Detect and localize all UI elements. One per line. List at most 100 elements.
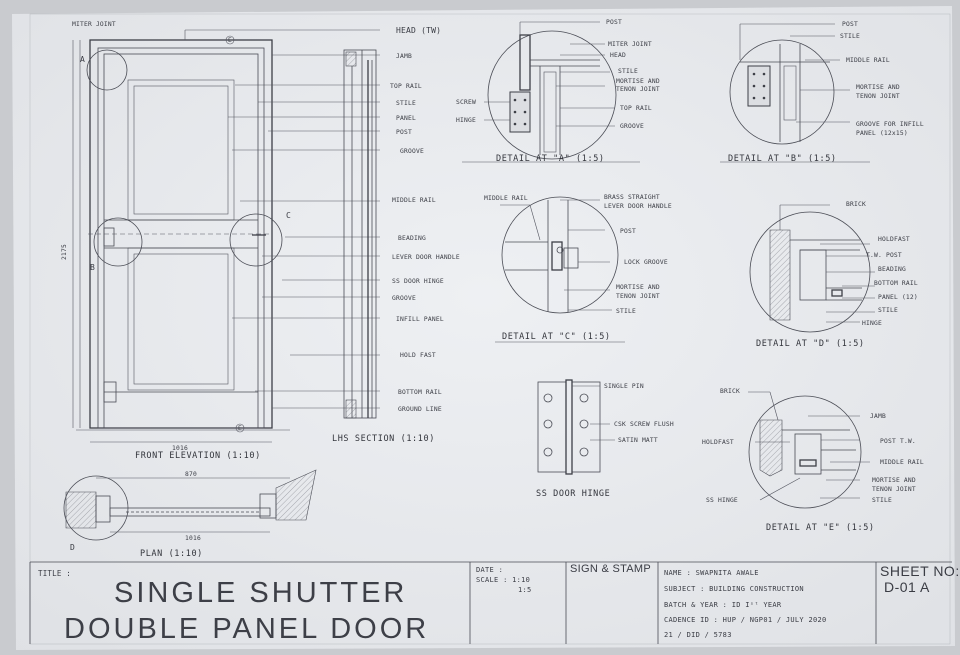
lhs-section: LHS SECTION (1:10) <box>332 49 435 444</box>
c-tenon: TENON JOINT <box>616 293 660 300</box>
d-stile: STILE <box>878 307 898 314</box>
hinge-pin: SINGLE PIN <box>604 383 644 390</box>
label-bottom-rail: BOTTOM RAIL <box>398 389 442 396</box>
label-jamb: JAMB <box>396 53 412 60</box>
b-groove: GROOVE FOR INFILL <box>856 121 924 128</box>
detail-b-title: DETAIL AT "B" (1:5) <box>728 154 837 164</box>
label-beading: BEADING <box>398 235 426 242</box>
drawing-title-1: SINGLE SHUTTER <box>114 577 407 609</box>
subject: SUBJECT : BUILDING CONSTRUCTION <box>664 585 804 593</box>
detail-d-title: DETAIL AT "D" (1:5) <box>756 339 865 349</box>
e-tenon: TENON JOINT <box>872 486 916 493</box>
e-brick: BRICK <box>720 388 740 395</box>
tag-e-top: E <box>228 37 232 44</box>
sign-stamp: SIGN & STAMP <box>570 563 651 575</box>
label-panel: PANEL <box>396 115 416 122</box>
label-head: HEAD (TW) <box>396 26 441 35</box>
a-miter: MITER JOINT <box>608 41 652 48</box>
a-top-rail: TOP RAIL <box>620 105 652 112</box>
a-post: POST <box>606 19 622 26</box>
hinge-satin: SATIN MATT <box>618 437 658 444</box>
plan-title: PLAN (1:10) <box>140 549 203 559</box>
b-tenon: TENON JOINT <box>856 93 900 100</box>
detail-d: BRICK HOLDFAST T.W. POST BEADING BOTTOM … <box>749 201 918 349</box>
label-post: POST <box>396 129 412 136</box>
b-middle-rail: MIDDLE RAIL <box>846 57 890 64</box>
c-brass: BRASS STRAIGHT <box>604 194 660 201</box>
c-lever: LEVER DOOR HANDLE <box>604 203 672 210</box>
tag-b: B <box>90 263 95 272</box>
d-hinge: HINGE <box>862 320 882 327</box>
label-hinge: SS DOOR HINGE <box>392 278 444 285</box>
c-middle-rail: MIDDLE RAIL <box>484 195 528 202</box>
ss-door-hinge: SINGLE PIN CSK SCREW FLUSH SATIN MATT SS… <box>536 379 674 499</box>
drawing-title-2: DOUBLE PANEL DOOR <box>64 613 429 645</box>
hinge-csk: CSK SCREW FLUSH <box>614 421 674 428</box>
c-stile: STILE <box>616 308 636 315</box>
c-mortise: MORTISE AND <box>616 284 660 291</box>
label-holdfast: HOLD FAST <box>400 352 436 359</box>
plan-dim-2: 1016 <box>185 535 201 542</box>
scale-2: 1:5 <box>518 586 532 594</box>
detail-a: POST MITER JOINT HEAD STILE MORTISE AND … <box>456 19 660 164</box>
detail-c-title: DETAIL AT "C" (1:5) <box>502 332 611 342</box>
detail-c: MIDDLE RAIL BRASS STRAIGHT LEVER DOOR HA… <box>484 194 672 343</box>
sheet-no-label: SHEET NO: <box>880 563 960 579</box>
a-tenon: TENON JOINT <box>616 86 660 93</box>
e-middle-rail: MIDDLE RAIL <box>880 459 924 466</box>
e-mortise: MORTISE AND <box>872 477 916 484</box>
label-stile: STILE <box>396 100 416 107</box>
e-holdfast: HOLDFAST <box>702 439 734 446</box>
dim-width: 1016 <box>172 445 188 452</box>
e-hinge: SS HINGE <box>706 497 738 504</box>
dim-height: 2175 <box>61 244 68 260</box>
date-label: DATE : <box>476 566 503 574</box>
label-infill: INFILL PANEL <box>396 316 444 323</box>
label-top-rail: TOP RAIL <box>390 83 422 90</box>
a-screw: SCREW <box>456 99 476 106</box>
front-elevation: 2175 1016 MITER JOINT HEAD (TW) JAMB TOP… <box>61 21 460 461</box>
roll-no: 21 / DID / 5783 <box>664 631 732 639</box>
c-post: POST <box>620 228 636 235</box>
cadence-id: CADENCE ID : HUP / NGP01 / JULY 2020 <box>664 616 827 624</box>
d-beading: BEADING <box>878 266 906 273</box>
plan-view: 870 1016 D PLAN (1:10) <box>63 469 317 559</box>
a-groove: GROOVE <box>620 123 644 130</box>
detail-a-title: DETAIL AT "A" (1:5) <box>496 154 605 164</box>
front-elevation-title: FRONT ELEVATION (1:10) <box>135 451 261 461</box>
label-middle-rail: MIDDLE RAIL <box>392 197 436 204</box>
d-brick: BRICK <box>846 201 866 208</box>
detail-e: BRICK JAMB HOLDFAST POST T.W. MIDDLE RAI… <box>702 388 924 533</box>
plan-dim-1: 870 <box>185 471 197 478</box>
d-tw-post: T.W. POST <box>866 252 902 259</box>
sheet-border <box>29 13 951 645</box>
title-block: TITLE : SINGLE SHUTTER DOUBLE PANEL DOOR… <box>29 561 960 645</box>
title-label: TITLE : <box>38 569 71 578</box>
paper <box>12 6 955 650</box>
label-lever: LEVER DOOR HANDLE <box>392 254 460 261</box>
e-post: POST T.W. <box>880 438 916 445</box>
hinge-title: SS DOOR HINGE <box>536 489 610 499</box>
lhs-section-title: LHS SECTION (1:10) <box>332 434 435 444</box>
a-stile: STILE <box>618 68 638 75</box>
e-stile: STILE <box>872 497 892 504</box>
b-post: POST <box>842 21 858 28</box>
tag-e-bottom: E <box>238 425 242 432</box>
plan-tag-d: D <box>70 543 75 552</box>
sheet-no: D-01 A <box>884 579 930 595</box>
student-name: NAME : SWAPNITA AWALE <box>664 569 759 577</box>
label-groove: GROOVE <box>400 148 424 155</box>
batch-year: BATCH & YEAR : ID Iˢᵗ YEAR <box>664 601 782 609</box>
tag-c: C <box>286 211 291 220</box>
d-panel: PANEL (12) <box>878 294 918 301</box>
detail-e-title: DETAIL AT "E" (1:5) <box>766 523 875 533</box>
detail-b: POST STILE MIDDLE RAIL MORTISE AND TENON… <box>720 21 924 164</box>
b-groove-2: PANEL (12x15) <box>856 130 908 137</box>
b-stile: STILE <box>840 33 860 40</box>
tag-a: A <box>80 55 85 64</box>
c-lock: LOCK GROOVE <box>624 259 668 266</box>
a-head: HEAD <box>610 52 626 59</box>
b-mortise: MORTISE AND <box>856 84 900 91</box>
scale-label: SCALE : 1:10 <box>476 576 530 584</box>
